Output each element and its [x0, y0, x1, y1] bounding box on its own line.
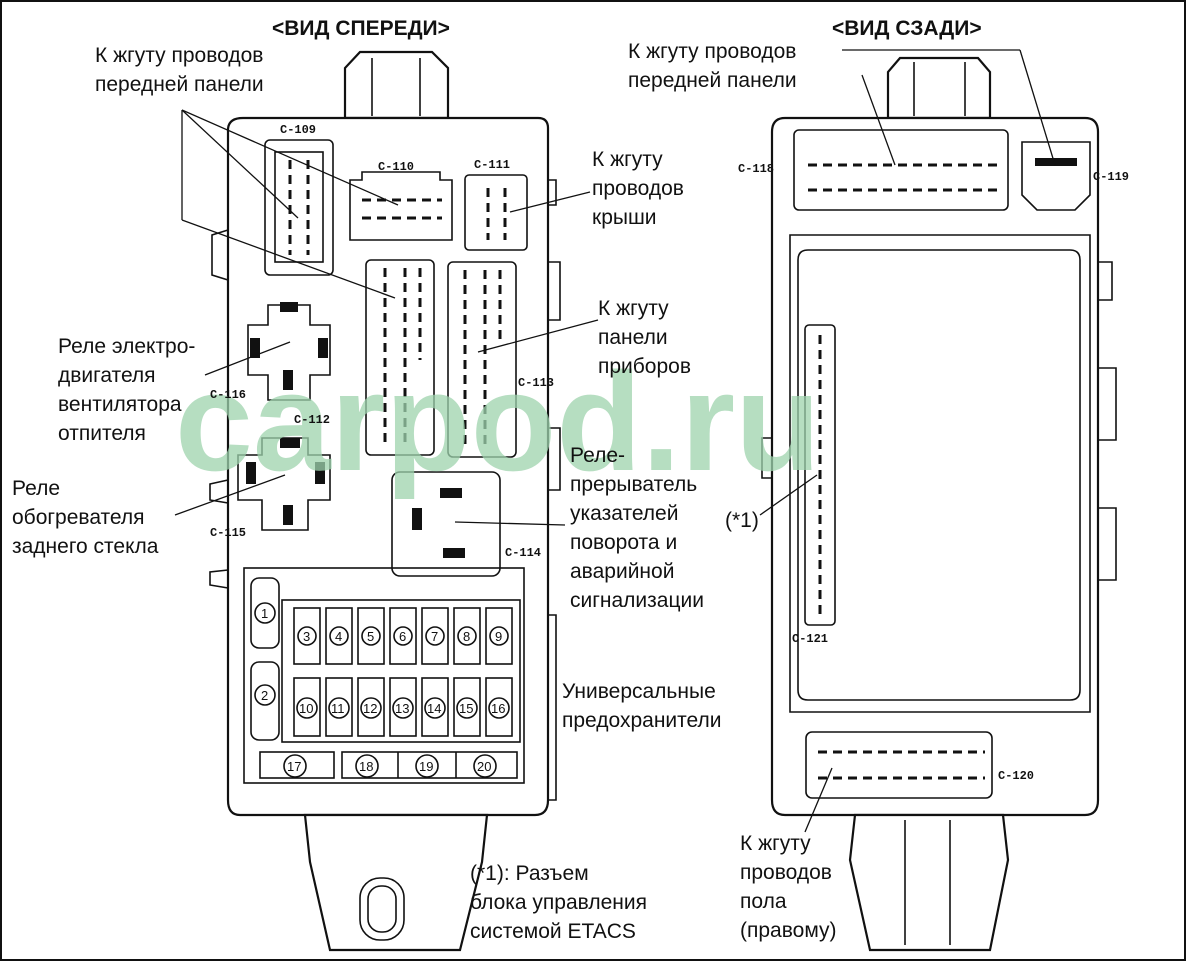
connector-c111: C-111 — [474, 158, 510, 172]
connector-c112: C-112 — [294, 413, 330, 427]
callout-fan-relay-line1: Реле электро- — [58, 335, 195, 358]
connector-c114: C-114 — [505, 546, 541, 560]
callout-fuses-line2: предохранители — [562, 709, 722, 732]
fuse-14: 14 — [427, 701, 441, 716]
callout-turn-relay-line1: Реле- — [570, 444, 625, 467]
callout-defogger-relay-line3: заднего стекла — [12, 535, 159, 558]
rear-view-title: <ВИД СЗАДИ> — [832, 17, 982, 40]
fuse-5: 5 — [367, 629, 374, 644]
fuse-3: 3 — [303, 629, 310, 644]
leader-lines — [174, 49, 1056, 833]
connector-c120: C-120 — [998, 769, 1034, 783]
callout-roof-harness-line2: проводов — [592, 177, 684, 200]
callout-rear-front-panel-line2: передней панели — [628, 69, 797, 92]
connector-c110: C-110 — [378, 160, 414, 174]
watermark: carpod.ru — [175, 343, 821, 500]
fuse-9: 9 — [495, 629, 502, 644]
fuse-17: 17 — [287, 759, 301, 774]
callout-turn-relay-line3: указателей — [570, 502, 678, 525]
connector-c115: C-115 — [210, 526, 246, 540]
footnote-line3: системой ETACS — [470, 920, 636, 943]
callout-instrument-harness-line1: К жгуту — [598, 297, 669, 320]
callout-turn-relay-line4: поворота и — [570, 531, 677, 554]
fuse-15: 15 — [459, 701, 473, 716]
connector-c118: C-118 — [738, 162, 774, 176]
callout-etacs-marker: (*1) — [725, 509, 759, 532]
fuse-1: 1 — [261, 606, 268, 621]
callout-fan-relay-line2: двигателя — [58, 364, 156, 387]
connector-c119: C-119 — [1093, 170, 1129, 184]
callout-defogger-relay-line1: Реле — [12, 477, 60, 500]
fuse-20: 20 — [477, 759, 491, 774]
callout-fan-relay-line3: вентилятора — [58, 393, 182, 416]
fuse-19: 19 — [419, 759, 433, 774]
rear-view-block — [761, 56, 1117, 952]
callout-front-panel-harness-line1: К жгуту проводов — [95, 44, 263, 67]
fuse-7: 7 — [431, 629, 438, 644]
connector-c116: C-116 — [210, 388, 246, 402]
connector-c113: C-113 — [518, 376, 554, 390]
callout-rear-front-panel-line1: К жгуту проводов — [628, 40, 796, 63]
callout-turn-relay-line6: сигнализации — [570, 589, 704, 612]
connector-c121: C-121 — [792, 632, 828, 646]
callout-front-panel-harness-line2: передней панели — [95, 73, 264, 96]
callout-fan-relay-line4: отпителя — [58, 422, 146, 445]
fuse-13: 13 — [395, 701, 409, 716]
callout-defogger-relay-line2: обогревателя — [12, 506, 145, 529]
fuse-18: 18 — [359, 759, 373, 774]
footnote-line2: блока управления — [470, 891, 647, 914]
fuse-6: 6 — [399, 629, 406, 644]
fuse-12: 12 — [363, 701, 377, 716]
fuse-2: 2 — [261, 688, 268, 703]
callout-instrument-harness-line3: приборов — [598, 355, 691, 378]
fuse-4: 4 — [335, 629, 342, 644]
callout-turn-relay-line5: аварийной — [570, 560, 674, 583]
callout-floor-harness-line2: проводов — [740, 861, 832, 884]
fuse-8: 8 — [463, 629, 470, 644]
connector-c109: C-109 — [280, 123, 316, 137]
callout-turn-relay-line2: прерыватель — [570, 473, 697, 496]
callout-roof-harness-line1: К жгуту — [592, 148, 663, 171]
footnote-line1: (*1): Разъем — [470, 862, 589, 885]
fuse-10: 10 — [299, 701, 313, 716]
front-view-title: <ВИД СПЕРЕДИ> — [272, 17, 450, 40]
fuse-11: 11 — [331, 701, 345, 716]
callout-instrument-harness-line2: панели — [598, 326, 668, 349]
callout-fuses-line1: Универсальные — [562, 680, 716, 703]
fuse-16: 16 — [491, 701, 505, 716]
callout-floor-harness-line1: К жгуту — [740, 832, 811, 855]
fuse-numbers: 1 2 3 4 5 6 7 8 9 10 11 12 13 14 15 16 1… — [254, 602, 510, 778]
front-view-block — [209, 50, 561, 952]
callout-floor-harness-line4: (правому) — [740, 919, 837, 942]
callout-floor-harness-line3: пола — [740, 890, 787, 913]
callout-roof-harness-line3: крыши — [592, 206, 657, 229]
